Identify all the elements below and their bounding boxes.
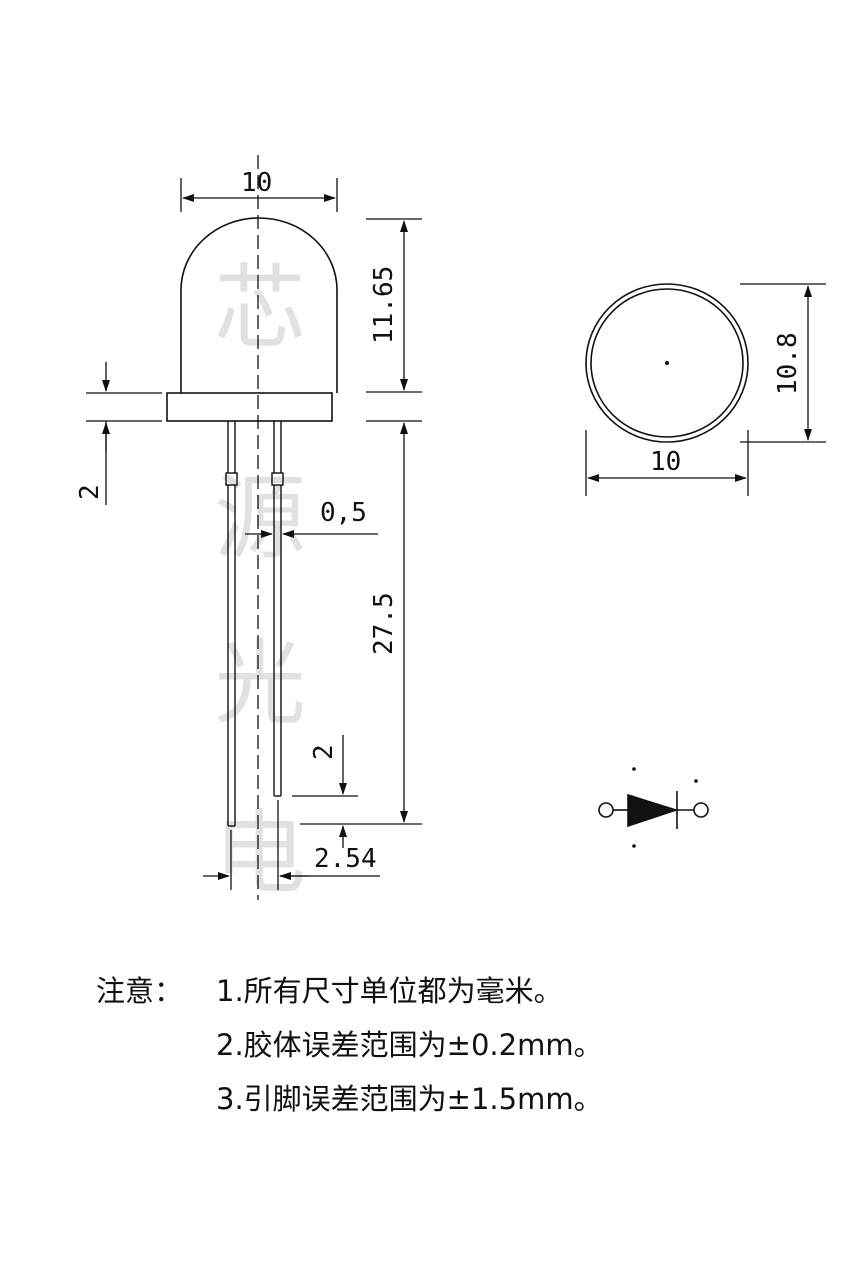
dim-lead-length-label: 27.5 — [369, 592, 399, 655]
watermark: 芯 源 光 电 — [214, 255, 306, 907]
note-item-1: 1.所有尺寸单位都为毫米。 — [216, 974, 563, 1008]
dim-flange-diameter — [740, 283, 826, 443]
watermark-char-1: 芯 — [214, 255, 306, 362]
dim-lead-offset-label: 2 — [309, 744, 339, 760]
dim-top-diameter — [585, 430, 749, 496]
dim-body-diameter-label: 10 — [241, 168, 272, 198]
led-leads — [225, 421, 284, 827]
note-item-2: 2.胶体误差范围为±0.2mm。 — [216, 1028, 603, 1062]
led-flange — [166, 392, 333, 422]
notes: 注意： 1.所有尺寸单位都为毫米。 2.胶体误差范围为±0.2mm。 3.引脚误… — [96, 964, 816, 1126]
led-dome — [180, 217, 338, 393]
watermark-char-3: 光 — [214, 630, 306, 737]
diode-icon — [598, 767, 709, 848]
dim-top-diameter-label: 10 — [650, 447, 681, 477]
dim-lead-spacing — [203, 800, 380, 890]
dim-body-diameter — [180, 178, 338, 212]
note-row-2: 2.胶体误差范围为±0.2mm。 — [96, 1018, 816, 1072]
dim-dome-height-label: 11.65 — [369, 266, 399, 344]
top-view-outer-ring — [585, 283, 749, 443]
dim-lead-width-label: 0,5 — [320, 498, 367, 528]
dim-dome-height — [366, 218, 422, 393]
dim-lead-spacing-label: 2.54 — [314, 844, 377, 874]
dim-flange-height-label: 2 — [75, 484, 105, 500]
notes-label: 注意： — [96, 974, 184, 1008]
note-row-3: 3.引脚误差范围为±1.5mm。 — [96, 1072, 816, 1126]
top-view — [585, 283, 749, 443]
side-view — [166, 155, 338, 900]
note-row-1: 注意： 1.所有尺寸单位都为毫米。 — [96, 964, 816, 1018]
watermark-char-2: 源 — [214, 465, 306, 572]
dim-lead-offset — [292, 735, 358, 848]
dim-flange-height — [86, 362, 162, 505]
watermark-char-4: 电 — [214, 800, 306, 907]
top-view-inner-ring — [590, 288, 744, 438]
dim-lead-length — [300, 420, 422, 825]
note-item-3: 3.引脚误差范围为±1.5mm。 — [216, 1082, 603, 1116]
dim-flange-diameter-label: 10.8 — [773, 332, 803, 395]
